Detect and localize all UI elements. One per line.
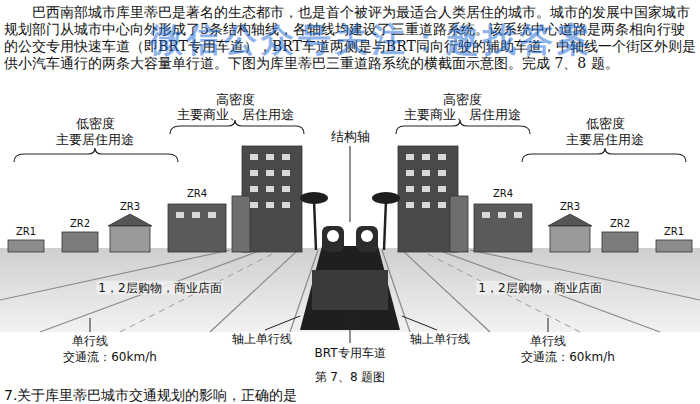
zone-code: ZR3 [120,201,140,213]
street-use-label: 1，2层购物，商业店面 [96,281,223,295]
zone-label: 低密度 [586,116,625,132]
lane-label: 轴上单行线 [232,332,292,346]
lane-label: 单行线 [530,334,566,348]
axis-label: 结构轴 [331,129,370,145]
zone-code: ZR1 [16,226,36,238]
zone-code: ZR4 [493,188,513,200]
question-text: 7.关于库里蒂巴城市交通规划的影响，正确的是 [4,387,297,404]
zone-label: 主要居住用途 [56,132,134,148]
lane-label: 单行线 [72,334,108,348]
zone-label: 主要居住用途 [566,132,644,148]
zone-label: 高密度 [443,92,482,108]
zone-label: 主要商业、居住用途 [404,107,521,123]
figure-caption: 第 7、8 题图 [315,370,386,384]
traffic-label: 交通流：60km/h [63,350,157,364]
watermark: 微信公众号关注：趣找答案 [150,20,594,60]
zone-label: 主要商业、居住用途 [177,107,294,123]
zone-label: 高密度 [216,92,255,108]
zone-code: ZR4 [187,188,207,200]
lane-label: 轴上单行线 [410,332,470,346]
zone-code: ZR3 [560,201,580,213]
zone-code: ZR2 [70,218,90,230]
street-use-label: 1，2层购物，商业店面 [476,281,603,295]
zone-code: ZR1 [664,226,684,238]
lane-label: BRT专用车道 [314,346,385,360]
zone-label: 低密度 [76,116,115,132]
traffic-label: 交通流：60km/h [521,350,615,364]
zone-code: ZR2 [610,218,630,230]
